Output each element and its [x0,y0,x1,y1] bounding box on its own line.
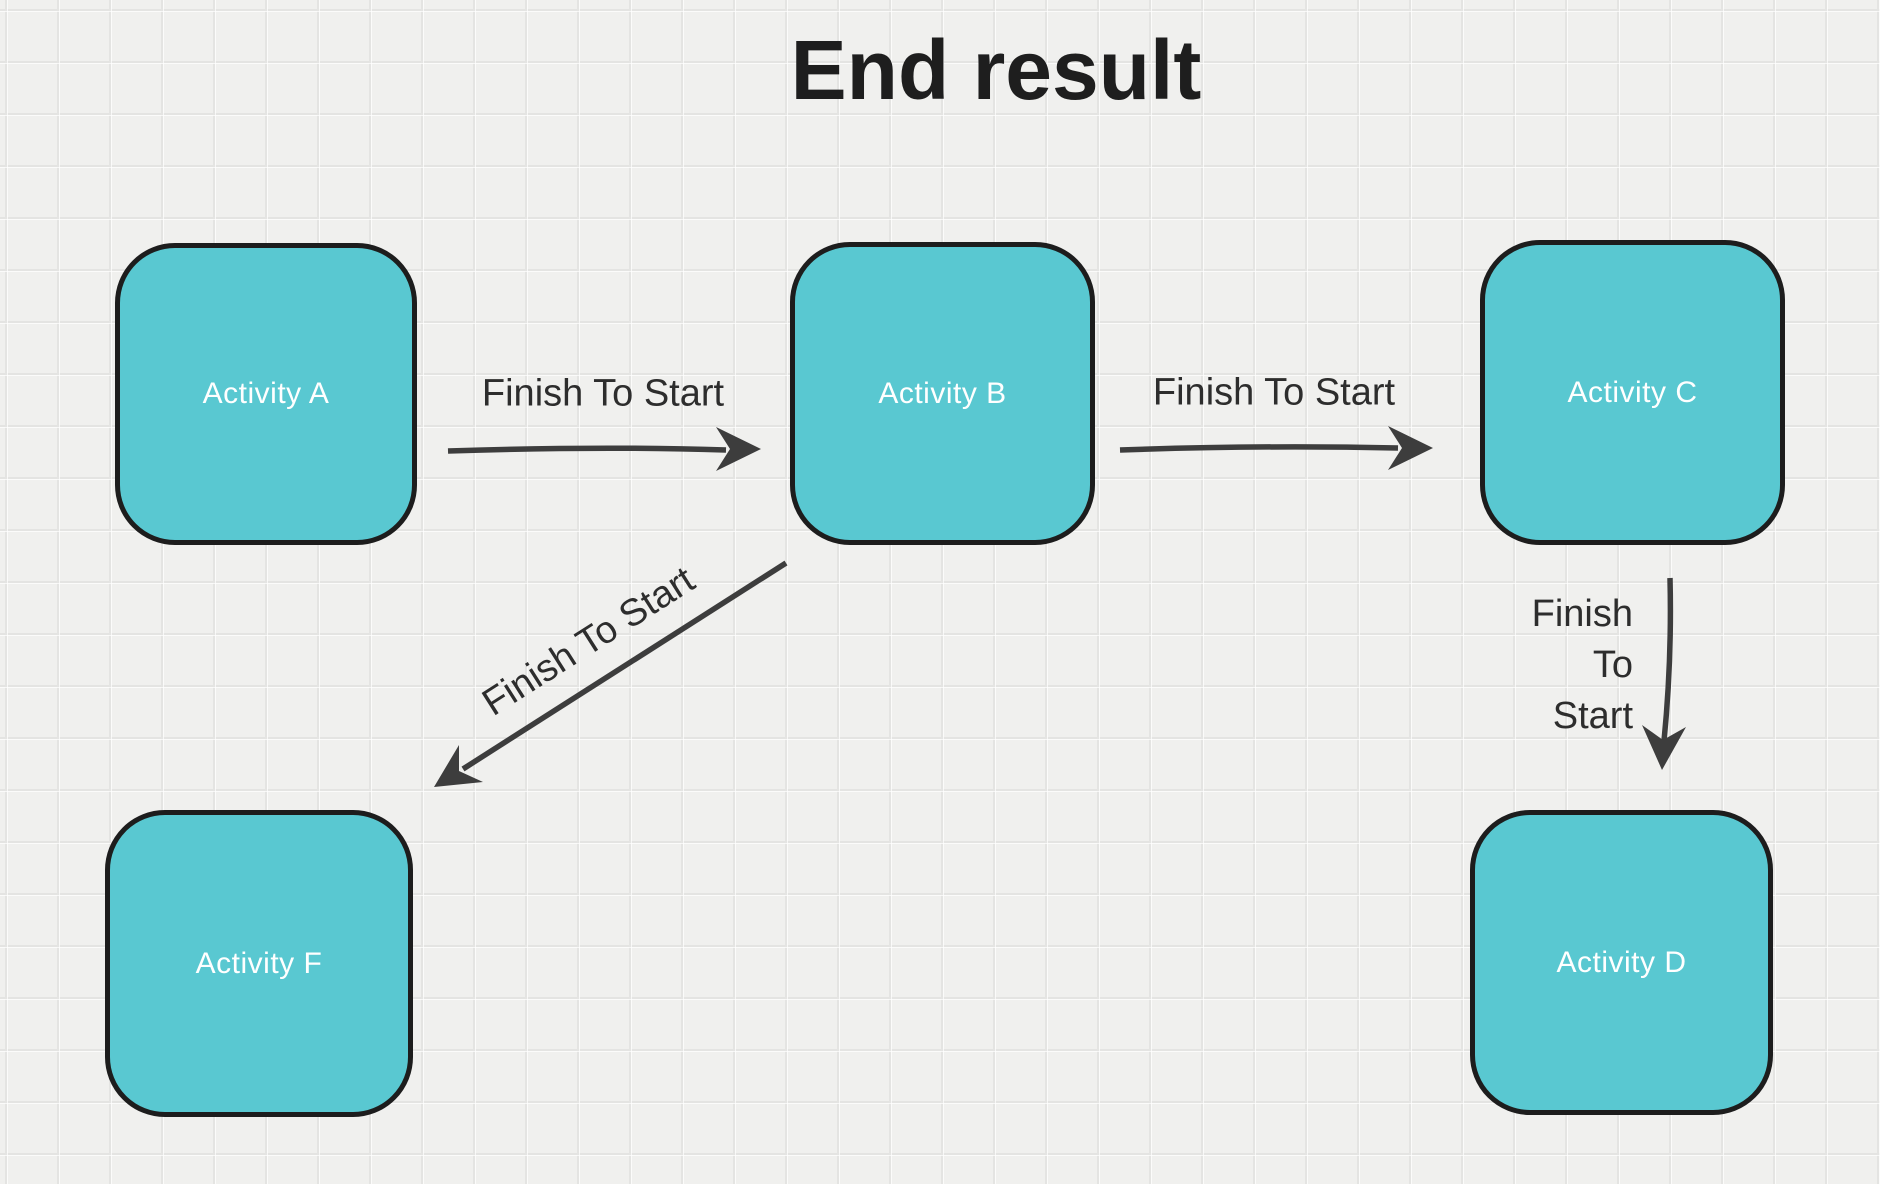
activity-node-label: Activity A [202,377,330,410]
arrowhead-icon [434,745,483,787]
arrow-b-to-f [434,560,788,787]
arrow-c-to-d [1642,577,1686,770]
edge-label-c-to-d: Finish To Start [1532,589,1633,742]
activity-node-a: Activity A [115,243,417,545]
arrow-b-to-c [1119,426,1433,470]
edge-label-line: To [1592,644,1633,686]
activity-node-b: Activity B [790,242,1095,545]
edge-label-b-to-c: Finish To Start [1152,371,1396,414]
activity-node-f: Activity F [105,810,413,1117]
arrow-line [1119,444,1399,453]
page-title: End result [790,23,1202,117]
arrowhead-icon [716,427,761,471]
activity-node-label: Activity F [195,946,323,980]
edge-label-line: Start [1552,695,1633,737]
arrowhead-icon [1388,426,1433,470]
activity-node-d: Activity D [1470,810,1773,1115]
arrow-line [461,560,788,772]
edge-label-a-to-b: Finish To Start [481,372,725,415]
arrow-line [447,445,727,454]
arrow-line [1661,577,1674,742]
activity-node-label: Activity D [1556,945,1687,979]
activity-node-label: Activity B [878,376,1007,410]
activity-node-c: Activity C [1480,240,1785,545]
arrowhead-icon [1642,725,1686,770]
activity-node-label: Activity C [1567,375,1698,409]
edge-label-line: Finish [1531,593,1633,635]
arrow-a-to-b [447,427,761,471]
